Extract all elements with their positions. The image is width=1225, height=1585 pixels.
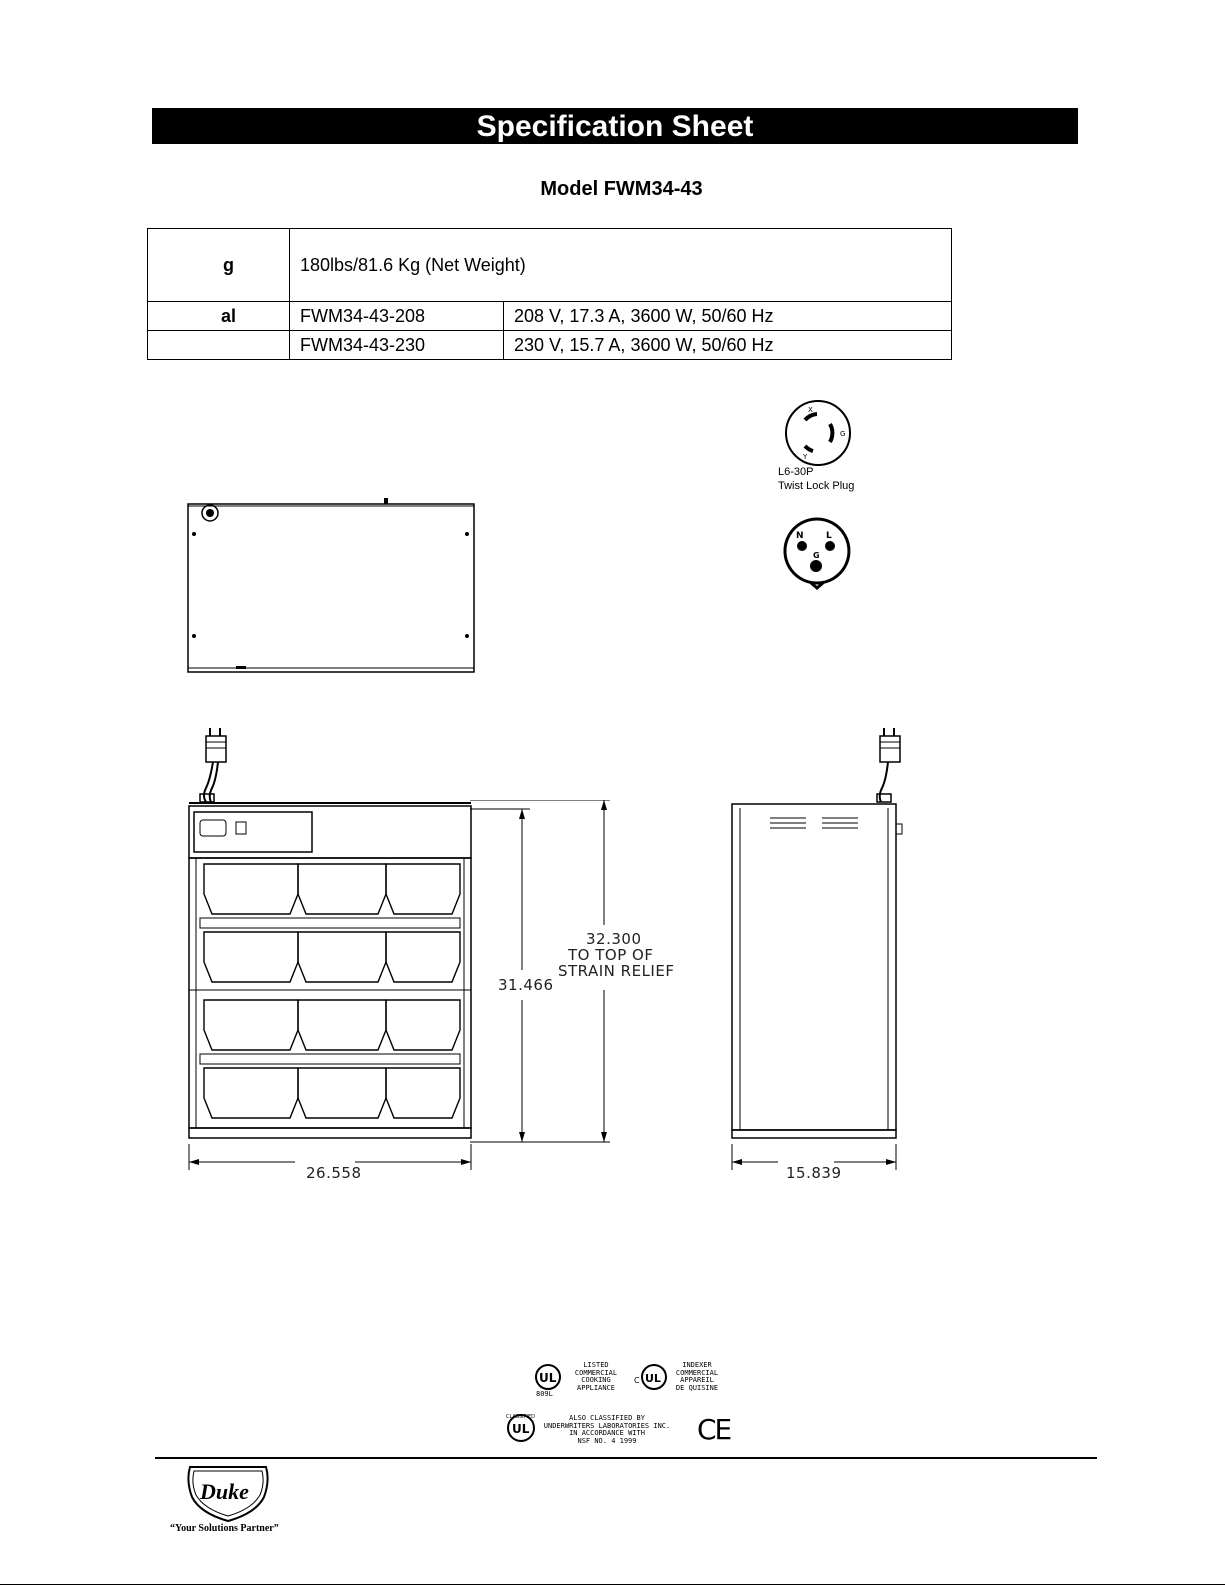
plug-caption-type: Twist Lock Plug xyxy=(778,480,855,492)
ul-listed-icon: UL xyxy=(535,1364,561,1390)
model-cell: FWM34-43-208 xyxy=(289,301,504,331)
model-cell: FWM34-43-230 xyxy=(289,330,504,360)
height-dimension: 31.466 xyxy=(498,976,554,994)
twist-lock-plug-icon: X G Y xyxy=(785,400,851,466)
pin-label: G xyxy=(840,430,845,438)
overall-height-note: TO TOP OF xyxy=(568,946,654,964)
ce-mark-icon: CE xyxy=(697,1413,732,1446)
rating-cell: 230 V, 15.7 A, 3600 W, 50/60 Hz xyxy=(503,330,952,360)
pin-label: X xyxy=(808,406,813,414)
svg-text:C: C xyxy=(634,1376,640,1385)
svg-text:CLASSIFIED: CLASSIFIED xyxy=(506,1414,535,1420)
svg-text:Duke: Duke xyxy=(199,1479,249,1504)
top-view-drawing xyxy=(187,498,475,673)
overall-height-dimension: 32.300 xyxy=(586,930,642,948)
footer-divider xyxy=(155,1457,1097,1459)
table-row: g 180lbs/81.6 Kg (Net Weight) xyxy=(147,228,952,302)
duke-logo-icon: Duke xyxy=(187,1466,269,1523)
footer-tagline: “Your Solutions Partner” xyxy=(170,1523,279,1534)
overall-height-note: STRAIN RELIEF xyxy=(558,962,675,980)
depth-dimension: 15.839 xyxy=(786,1164,842,1182)
euro-plug-icon: N L G xyxy=(783,517,851,590)
ul-code: 809L xyxy=(536,1390,553,1398)
page-title-banner: Specification Sheet xyxy=(152,108,1078,144)
ul-classified-icon: UL CLASSIFIED xyxy=(506,1414,535,1442)
front-view-drawing xyxy=(188,728,472,1170)
weight-value: 180lbs/81.6 Kg (Net Weight) xyxy=(289,228,952,302)
pin-label: G xyxy=(813,551,820,560)
svg-text:UL: UL xyxy=(512,1422,530,1436)
electrical-label: al xyxy=(147,301,290,331)
cul-icon: UL C xyxy=(634,1364,667,1390)
side-view-drawing xyxy=(731,728,903,1170)
pin-label: L xyxy=(826,531,832,541)
weight-label: g xyxy=(147,228,290,302)
svg-text:UL: UL xyxy=(645,1372,661,1385)
svg-text:UL: UL xyxy=(539,1371,557,1385)
empty-label-cell xyxy=(147,330,290,360)
pin-label: Y xyxy=(802,453,808,461)
rating-cell: 208 V, 17.3 A, 3600 W, 50/60 Hz xyxy=(503,301,952,331)
table-row: al FWM34-43-208 208 V, 17.3 A, 3600 W, 5… xyxy=(147,301,952,331)
plug-caption-model: L6-30P xyxy=(778,466,814,478)
width-dimension: 26.558 xyxy=(306,1164,362,1182)
model-heading: Model FWM34-43 xyxy=(540,178,703,200)
spec-table: g 180lbs/81.6 Kg (Net Weight) al FWM34-4… xyxy=(147,228,952,360)
table-row: FWM34-43-230 230 V, 15.7 A, 3600 W, 50/6… xyxy=(147,330,952,360)
pin-label: N xyxy=(796,531,804,541)
height-dimension-lines xyxy=(470,800,610,1143)
